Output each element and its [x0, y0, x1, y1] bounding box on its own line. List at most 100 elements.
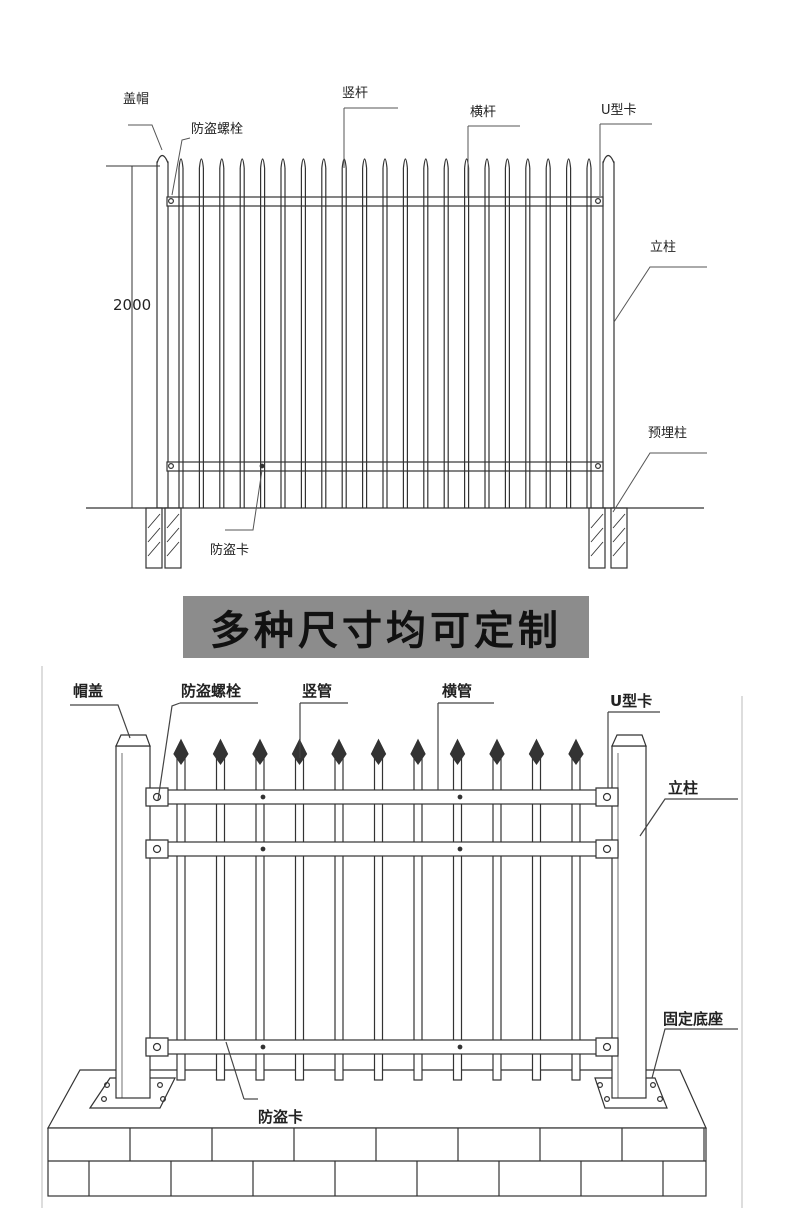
antitheft-clip-dot [260, 1044, 266, 1050]
vertical-tube [452, 757, 463, 1081]
spear-tip [173, 738, 189, 766]
u-clip [595, 839, 619, 859]
label-bolt-bottom: 防盗螺栓 [181, 682, 241, 700]
label-base: 固定底座 [663, 1010, 723, 1028]
bottom-rail [166, 461, 604, 472]
hatch-line [147, 527, 161, 543]
label-bolt-top: 防盗螺栓 [191, 121, 243, 137]
top-leader-lines [128, 107, 707, 531]
vertical-tube [334, 757, 344, 1081]
antitheft-clip-dot [260, 846, 266, 852]
hatch-line [166, 527, 180, 543]
spear-tip [489, 738, 505, 766]
embedded-post-body [164, 507, 182, 569]
bottom-leader-lines [70, 702, 738, 1100]
label-cap-bottom: 帽盖 [73, 682, 103, 700]
left-post [115, 734, 151, 1099]
embedded-post-body [588, 507, 606, 569]
base-bolt [656, 1096, 663, 1103]
spear-tip [212, 738, 229, 766]
spear-tip [504, 158, 510, 169]
spear-tip [198, 158, 204, 169]
horizontal-tube [145, 789, 619, 805]
hatch-line [590, 541, 604, 557]
u-clip [145, 787, 169, 807]
antitheft-clip-dot [260, 794, 266, 800]
spear-tip [443, 158, 449, 169]
spear-tip [219, 158, 225, 169]
spear-tip [568, 738, 584, 766]
embedded-post [164, 507, 182, 569]
label-u-clip-top: U型卡 [601, 103, 637, 118]
embedded-post [610, 507, 628, 569]
label-embedded-post: 预埋柱 [648, 426, 687, 441]
spear-tip [410, 738, 426, 766]
spear-tip [331, 738, 347, 766]
rail-bolt [594, 198, 601, 205]
brick-wall [46, 1069, 707, 1197]
spear-tip [280, 158, 286, 169]
u-clip [595, 1037, 619, 1057]
hatch-line [147, 513, 161, 529]
vertical-tube [413, 757, 423, 1081]
hatch-line [612, 527, 626, 543]
hatch-line [590, 527, 604, 543]
base-bolt [103, 1082, 110, 1089]
spear-tip [545, 158, 551, 169]
base-bolt [100, 1096, 107, 1103]
horizontal-tube [145, 841, 619, 857]
left-post-cap [156, 154, 169, 164]
bolt [602, 844, 612, 854]
spear-tip [566, 158, 572, 169]
label-post-bottom: 立柱 [668, 779, 698, 797]
label-horizontal-bar: 横杆 [470, 105, 496, 120]
post-cap [115, 734, 151, 747]
spear-tip [402, 158, 408, 169]
spear-tip [300, 158, 306, 169]
spear-tip [260, 158, 266, 169]
embedded-post-body [610, 507, 628, 569]
spear-tip [586, 158, 592, 169]
hatch-line [590, 513, 604, 529]
label-vertical-bar: 竖杆 [342, 86, 368, 101]
u-clip [145, 839, 169, 859]
spear-tip [178, 158, 184, 169]
antitheft-clip-dot [259, 463, 265, 469]
embedded-post-body [145, 507, 163, 569]
antitheft-clip-dot [457, 1044, 463, 1050]
label-u-clip-bottom: U型卡 [610, 692, 652, 710]
hatch-line [147, 541, 161, 557]
embedded-post [588, 507, 606, 569]
rail-bolt [594, 463, 601, 470]
spear-tip [239, 158, 245, 169]
bottom-fence-diagram: 帽盖 防盗螺栓 竖管 横管 U型卡 立柱 固定底座 防盗卡 [41, 666, 743, 1208]
height-dimension-label: 2000 [113, 296, 151, 314]
top-rail [166, 196, 604, 207]
label-vertical-tube: 竖管 [302, 682, 332, 700]
hatch-line [612, 541, 626, 557]
wall-front [47, 1127, 707, 1197]
spear-tip [449, 738, 466, 766]
right-post [602, 161, 615, 509]
top-fence-drawing [145, 154, 628, 569]
label-antitheft-clip-top: 防盗卡 [210, 542, 249, 558]
antitheft-clip-dot [457, 846, 463, 852]
embedded-post [145, 507, 163, 569]
u-clip [595, 787, 619, 807]
vertical-tube [531, 757, 542, 1081]
bolt [602, 792, 612, 802]
vertical-tube [294, 757, 305, 1081]
spear-tip [423, 158, 429, 169]
label-post-top: 立柱 [650, 240, 676, 255]
label-horizontal-tube: 横管 [442, 682, 472, 700]
spear-tip [362, 158, 368, 169]
bolt [152, 1042, 162, 1052]
base-bolt [160, 1096, 167, 1103]
base-bolt [157, 1082, 164, 1089]
customization-banner: 多种尺寸均可定制 [183, 596, 589, 658]
vertical-tube [492, 757, 502, 1081]
base-bolt [603, 1096, 610, 1103]
banner-text: 多种尺寸均可定制 [210, 608, 562, 654]
vertical-tube [255, 757, 265, 1081]
